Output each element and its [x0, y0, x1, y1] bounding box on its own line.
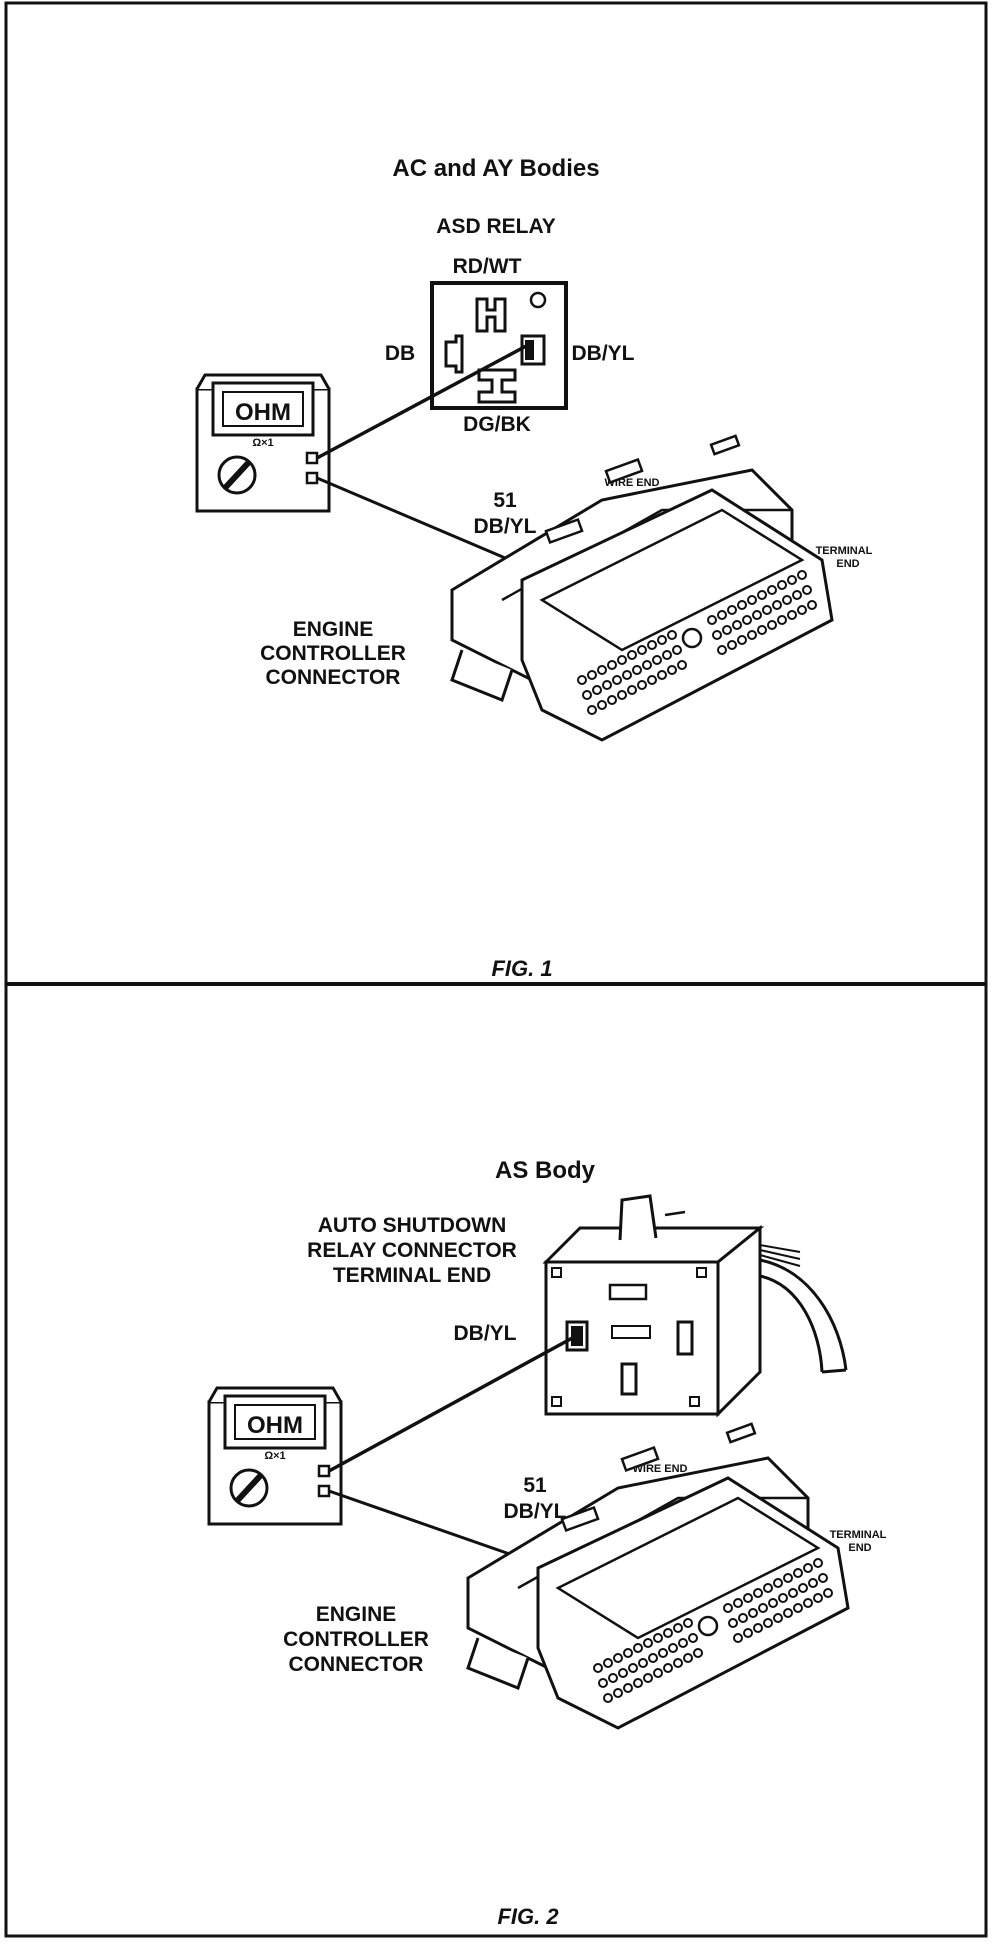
fig1-relay-left-label: DB	[385, 342, 415, 365]
fig1-ohmmeter: OHM Ω×1	[197, 375, 329, 511]
fig2-title: AS Body	[495, 1157, 596, 1184]
fig2-terminal-end-label: END	[848, 1542, 871, 1554]
fig2-terminal-label: TERMINAL	[830, 1529, 887, 1541]
fig1-terminal-label: TERMINAL	[816, 545, 873, 557]
fig2-ohmmeter: OHM Ω×1	[209, 1388, 341, 1524]
fig1-meter-range: Ω×1	[252, 437, 273, 449]
fig2-cavity-wire: DB/YL	[504, 1500, 567, 1523]
fig2-connector-label-2: CONTROLLER	[283, 1628, 429, 1651]
fig1-relay-right-label: DB/YL	[572, 342, 635, 365]
fig1-connector-label-2: CONTROLLER	[260, 642, 406, 665]
fig2-connector-label-1: ENGINE	[316, 1603, 397, 1626]
fig1-relay-bottom-label: DG/BK	[463, 413, 531, 436]
fig2-meter-display: OHM	[247, 1412, 303, 1439]
fig1-cavity-wire: DB/YL	[474, 515, 537, 538]
page-border	[4, 1, 988, 1938]
fig1-connector-label-1: ENGINE	[293, 618, 374, 641]
fig2-relay-wire-label: DB/YL	[454, 1322, 517, 1345]
fig1-title: AC and AY Bodies	[392, 155, 599, 182]
fig1-meter-display: OHM	[235, 399, 291, 426]
fig2-caption: FIG. 2	[497, 1904, 559, 1929]
fig2-test-lead-relay	[328, 1334, 577, 1473]
fig1-cavity-number: 51	[493, 489, 517, 512]
fig2-asd-relay-connector	[542, 1194, 848, 1418]
fig1-relay-top-label: RD/WT	[453, 255, 522, 278]
fig2-wire-end-label: WIRE END	[633, 1463, 688, 1475]
fig2-meter-range: Ω×1	[264, 1450, 285, 1462]
fig2-relay-connector-label-3: TERMINAL END	[333, 1264, 491, 1287]
fig2-relay-connector-label-1: AUTO SHUTDOWN	[318, 1214, 507, 1237]
fig1-connector-label-3: CONNECTOR	[266, 666, 401, 689]
fig2-connector-label-3: CONNECTOR	[289, 1653, 424, 1676]
fig2-cavity-number: 51	[523, 1474, 547, 1497]
fig1-asd-relay	[430, 281, 568, 410]
fig1-test-lead-relay	[316, 343, 529, 460]
figure-2: AS Body AUTO SHUTDOWN RELAY CONNECTOR TE…	[209, 1157, 887, 1929]
fig1-relay-title: ASD RELAY	[436, 215, 555, 238]
fig2-relay-connector-label-2: RELAY CONNECTOR	[307, 1239, 517, 1262]
fig1-caption: FIG. 1	[491, 956, 552, 981]
fig1-terminal-end-label: END	[836, 558, 859, 570]
figure-1: AC and AY Bodies ASD RELAY RD/WT DB DB/Y…	[197, 155, 873, 981]
